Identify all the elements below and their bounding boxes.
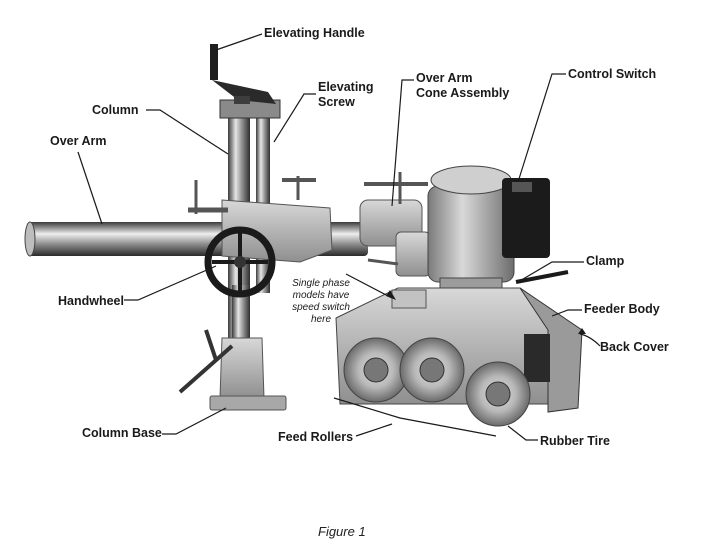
label-rubber-tire: Rubber Tire bbox=[540, 434, 610, 448]
elevating-handle bbox=[210, 44, 276, 104]
label-clamp: Clamp bbox=[586, 254, 625, 268]
control-switch bbox=[502, 178, 550, 258]
label-over-arm-cone-line1: Over Arm bbox=[416, 71, 473, 85]
label-handwheel: Handwheel bbox=[58, 294, 124, 308]
note-line-1: Single phase bbox=[292, 278, 350, 289]
label-feeder-body: Feeder Body bbox=[584, 302, 660, 316]
feed-roller-3 bbox=[465, 361, 531, 427]
label-back-cover: Back Cover bbox=[600, 340, 669, 354]
arm-carriage bbox=[188, 176, 333, 263]
note-line-4: here bbox=[310, 314, 331, 325]
note-line-3: speed switch bbox=[292, 302, 350, 313]
clamp-lever bbox=[515, 270, 569, 284]
label-elevating-handle: Elevating Handle bbox=[264, 26, 365, 40]
motor bbox=[427, 165, 515, 297]
over-arm-cone-assembly bbox=[359, 172, 431, 277]
column-base bbox=[178, 329, 287, 411]
feed-roller-2 bbox=[399, 337, 465, 403]
label-control-switch: Control Switch bbox=[568, 67, 657, 81]
back-cover bbox=[519, 287, 583, 413]
handwheel bbox=[204, 226, 276, 298]
label-elevating-screw-line2: Screw bbox=[318, 95, 355, 109]
label-over-arm: Over Arm bbox=[50, 134, 107, 148]
speed-switch-note: Single phase models have speed switch he… bbox=[276, 278, 366, 326]
label-feed-rollers: Feed Rollers bbox=[278, 430, 354, 444]
label-column: Column bbox=[92, 103, 139, 117]
feed-roller-1 bbox=[343, 337, 409, 403]
label-column-base: Column Base bbox=[82, 426, 162, 440]
label-elevating-screw-line1: Elevating bbox=[318, 80, 374, 94]
figure-caption: Figure 1 bbox=[318, 524, 366, 539]
leader-lines bbox=[77, 33, 601, 441]
label-over-arm-cone-line2: Cone Assembly bbox=[416, 86, 510, 100]
note-line-2: models have bbox=[292, 290, 350, 301]
